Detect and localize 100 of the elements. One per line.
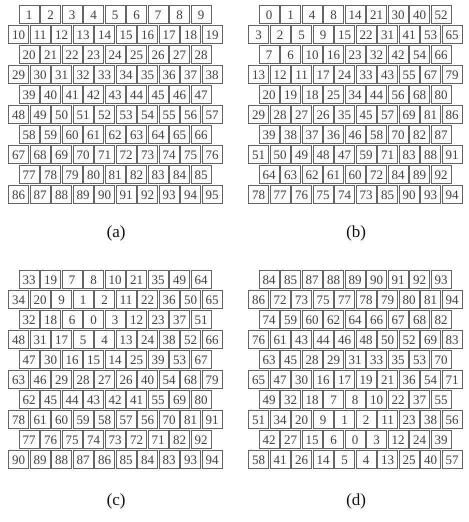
number-cell: 6 [62, 310, 82, 329]
number-cell: 72 [116, 145, 136, 164]
number-cell: 10 [366, 390, 387, 409]
number-cell: 30 [30, 65, 50, 84]
number-cell: 8 [83, 270, 104, 289]
number-cell: 11 [291, 65, 312, 84]
number-cell: 13 [377, 450, 398, 469]
number-cell: 69 [398, 105, 420, 124]
number-cell: 85 [190, 165, 212, 184]
number-cell: 59 [72, 410, 94, 429]
number-cell: 94 [442, 185, 462, 204]
number-cell: 92 [409, 270, 430, 289]
number-cell: 36 [398, 370, 420, 389]
number-cell: 14 [344, 5, 366, 24]
number-cell: 49 [30, 105, 50, 124]
number-cell: 63 [280, 165, 301, 184]
number-cell: 75 [180, 145, 201, 164]
number-cell: 86 [442, 105, 462, 124]
number-cell: 5 [334, 450, 355, 469]
number-cell: 84 [258, 270, 280, 289]
number-cell: 22 [388, 390, 408, 409]
number-cell: 38 [158, 330, 180, 349]
number-cell: 34 [270, 410, 290, 429]
number-cell: 81 [420, 290, 441, 309]
number-cell: 36 [323, 125, 344, 144]
number-cell: 46 [169, 85, 190, 104]
number-cell: 12 [51, 25, 72, 44]
number-cell: 89 [72, 185, 94, 204]
number-cell: 20 [18, 45, 40, 64]
number-cell: 46 [344, 125, 366, 144]
number-cell: 25 [323, 85, 344, 104]
panel-caption: (d) [345, 490, 367, 510]
number-cell: 66 [202, 330, 222, 349]
number-cell: 76 [202, 145, 222, 164]
number-cell: 54 [158, 370, 180, 389]
number-cell: 52 [180, 330, 201, 349]
number-cell: 83 [398, 145, 420, 164]
number-cell: 11 [377, 410, 398, 429]
number-cell: 82 [430, 310, 452, 329]
number-cell: 87 [30, 185, 50, 204]
number-cell: 32 [72, 65, 94, 84]
number-cell: 55 [398, 65, 420, 84]
number-cell: 67 [8, 145, 29, 164]
number-cell: 67 [190, 350, 212, 369]
number-cell: 48 [356, 330, 376, 349]
number-cell: 82 [169, 430, 190, 449]
number-cell: 2 [40, 5, 61, 24]
number-cell: 70 [158, 410, 180, 429]
number-cell: 54 [137, 105, 158, 124]
number-cell: 14 [312, 450, 334, 469]
number-cell: 95 [202, 185, 222, 204]
number-cell: 88 [51, 185, 72, 204]
number-cell: 89 [409, 165, 430, 184]
number-cell: 40 [409, 5, 430, 24]
number-cell: 24 [409, 430, 430, 449]
number-cell: 19 [356, 370, 376, 389]
number-cell: 31 [344, 350, 366, 369]
number-cell: 58 [366, 125, 387, 144]
number-cell: 39 [148, 350, 168, 369]
number-cell: 4 [94, 330, 115, 349]
number-cell: 25 [126, 45, 147, 64]
number-cell: 34 [116, 65, 136, 84]
number-cell: 86 [248, 290, 269, 309]
number-cell: 28 [190, 45, 212, 64]
number-cell: 31 [30, 330, 50, 349]
number-cell: 30 [291, 370, 312, 389]
number-cell: 50 [377, 330, 398, 349]
number-cell: 2 [94, 290, 115, 309]
number-cell: 71 [377, 145, 398, 164]
number-cell: 43 [291, 330, 312, 349]
number-cell: 16 [312, 370, 334, 389]
number-cell: 17 [51, 330, 72, 349]
number-cell: 91 [442, 145, 462, 164]
number-cell: 67 [420, 65, 441, 84]
number-cell: 19 [40, 270, 61, 289]
number-cell: 89 [30, 450, 50, 469]
number-cell: 79 [62, 165, 82, 184]
number-cell: 45 [40, 390, 61, 409]
number-cell: 73 [137, 145, 158, 164]
number-cell: 61 [323, 165, 344, 184]
number-cell: 22 [62, 45, 82, 64]
number-cell: 83 [148, 165, 168, 184]
panel-caption: (c) [106, 490, 126, 510]
number-cell: 31 [51, 65, 72, 84]
number-cell: 75 [312, 185, 334, 204]
number-cell: 4 [83, 5, 104, 24]
number-cell: 57 [377, 105, 398, 124]
number-cell: 92 [137, 185, 158, 204]
number-cell: 38 [280, 125, 301, 144]
number-cell: 53 [169, 350, 190, 369]
number-cell: 33 [18, 270, 40, 289]
number-cell: 83 [158, 450, 180, 469]
number-cell: 60 [302, 310, 322, 329]
number-cell: 1 [334, 410, 355, 429]
number-cell: 11 [116, 290, 136, 309]
number-cell: 57 [202, 105, 222, 124]
number-cell: 40 [420, 450, 441, 469]
number-cell: 55 [148, 390, 168, 409]
number-cell: 27 [291, 105, 312, 124]
number-cell: 67 [388, 310, 408, 329]
